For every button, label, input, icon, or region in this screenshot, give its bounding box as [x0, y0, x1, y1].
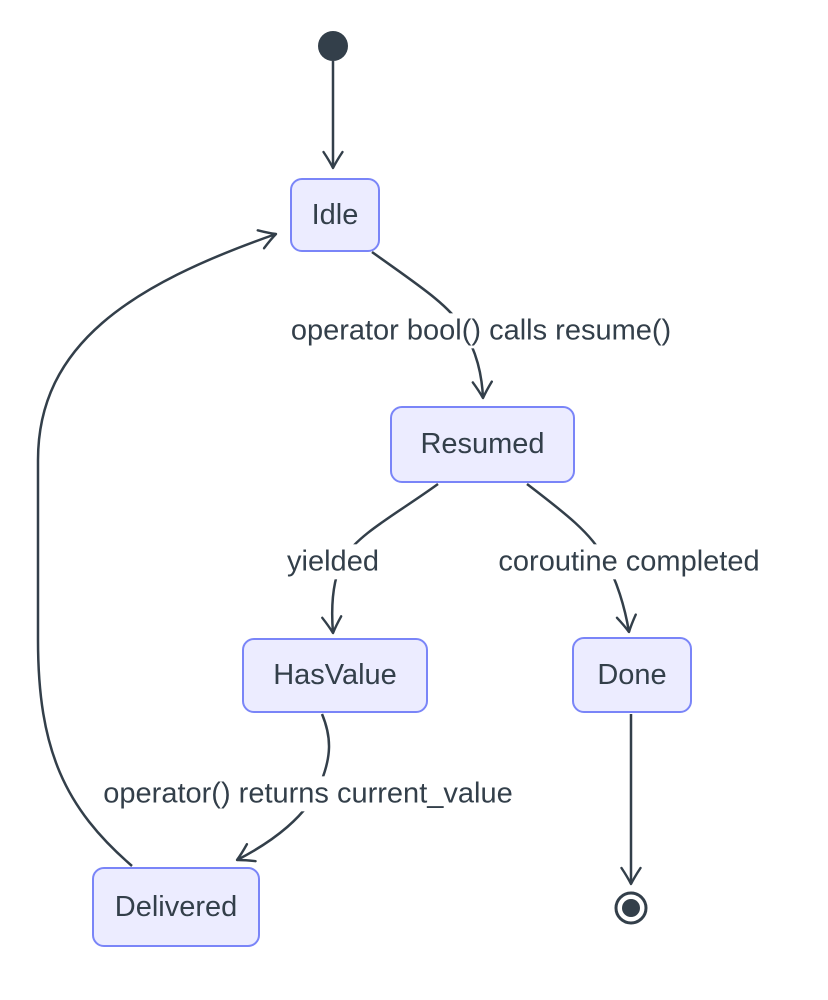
transition-label-operator-returns-current-value: operator() returns current_value	[98, 776, 518, 812]
state-resumed: Resumed	[390, 406, 575, 483]
state-hasvalue-label: HasValue	[273, 659, 397, 691]
state-idle: Idle	[290, 178, 380, 252]
final-state-node	[614, 891, 648, 925]
state-resumed-label: Resumed	[420, 428, 545, 460]
state-done: Done	[572, 637, 692, 713]
transition-label-operator-bool-calls-resume: operator bool() calls resume()	[285, 313, 677, 349]
state-hasvalue: HasValue	[242, 638, 428, 713]
state-done-label: Done	[597, 658, 667, 691]
state-delivered: Delivered	[92, 867, 260, 947]
transition-label-coroutine-completed: coroutine completed	[493, 544, 765, 580]
initial-state-node	[318, 31, 348, 61]
transition-label-yielded: yielded	[282, 544, 384, 580]
state-delivered-label: Delivered	[114, 890, 238, 923]
state-idle-label: Idle	[311, 198, 359, 231]
edge-delivered-to-idle	[36, 229, 278, 867]
